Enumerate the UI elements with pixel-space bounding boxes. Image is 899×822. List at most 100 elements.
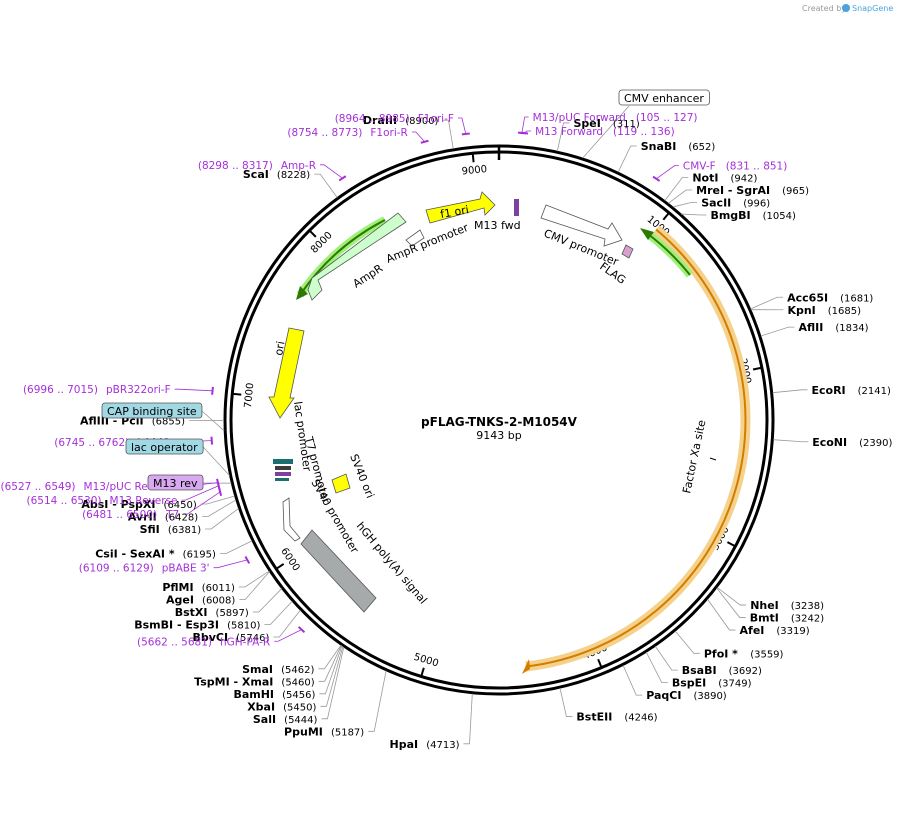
tick-mark <box>726 541 735 547</box>
site-leader-line <box>264 600 293 625</box>
site-name: AvrII <box>128 510 157 523</box>
primer-mark <box>244 555 251 564</box>
primer-range: (6109 .. 6129) <box>79 563 154 575</box>
primer-name: pBR322ori-F <box>106 384 171 396</box>
m13-fwd-label: M13 fwd <box>474 219 521 232</box>
site-name: AfeI <box>740 624 765 637</box>
primer-mark <box>652 175 661 182</box>
site-name: SacII <box>701 197 731 210</box>
site-leader-line <box>239 571 270 600</box>
primer-name: F1ori-F <box>418 113 454 125</box>
factor-xa-label: Factor Xa site <box>680 419 708 495</box>
site-name: BmtI <box>750 612 779 625</box>
primer-leader-line <box>320 164 343 179</box>
primer-leader-line <box>521 116 529 133</box>
site-name: MreI - SgrAI <box>696 184 770 197</box>
site-position: (5460) <box>281 677 314 688</box>
credit-text: Created by <box>802 4 846 13</box>
site-position: (2390) <box>859 438 892 449</box>
site-position: (965) <box>782 186 809 197</box>
site-position: (3890) <box>693 691 726 702</box>
tick-mark <box>420 667 425 676</box>
site-name: BsmBI - Esp3I <box>134 618 219 631</box>
site-leader-line <box>750 296 784 310</box>
site-name: SpeI <box>573 117 600 130</box>
site-name: EcoRI <box>811 384 845 397</box>
site-leader-line <box>219 540 253 555</box>
site-position: (652) <box>688 142 715 153</box>
sv40-ori-label: SV40 ori <box>347 452 376 500</box>
site-name: CsiI - SexAI * <box>95 548 175 561</box>
site-name: AbsI - PspXI <box>81 498 155 511</box>
tick-mark <box>597 658 603 668</box>
label-leader-lines <box>189 105 809 745</box>
site-position: (996) <box>743 199 770 210</box>
site-leader-line <box>320 646 344 707</box>
site-position: (5187) <box>331 727 364 738</box>
primer-name: CMV-F <box>683 160 716 172</box>
plasmid-name: pFLAG-TNKS-2-M1054V <box>421 415 578 429</box>
site-position: (6855) <box>152 416 185 427</box>
boxed-label-text: CMV enhancer <box>624 92 704 105</box>
site-name: SalI <box>253 713 276 726</box>
site-labels: SpeI(311)SnaBI(652)NotI(942)MreI - SgrAI… <box>80 114 892 751</box>
ampr-feature <box>307 212 407 301</box>
primer-name: M13 Reverse <box>110 495 178 507</box>
primer-name: hGH-PA-R <box>220 636 270 648</box>
site-leader-line <box>321 646 345 720</box>
site-leader-line <box>556 122 570 152</box>
lac-cluster-features <box>273 459 293 481</box>
primer-leader-line <box>213 559 248 569</box>
site-leader-line <box>674 630 700 654</box>
site-position: (3749) <box>718 679 751 690</box>
site-name: DraIII <box>363 114 397 127</box>
site-leader-line <box>773 439 809 443</box>
tick-label: 9000 <box>461 164 487 177</box>
boxed-label-leader <box>201 410 225 432</box>
site-position: (6381) <box>168 525 201 536</box>
site-leader-line <box>442 119 454 149</box>
snapgene-logo-icon <box>842 4 850 12</box>
site-position: (3559) <box>750 649 783 660</box>
site-leader-line <box>205 508 239 530</box>
primer-mark <box>218 487 223 496</box>
green-arrow-line-left <box>299 219 386 296</box>
site-position: (5810) <box>227 620 260 631</box>
boxed-label-text: lac operator <box>131 441 198 454</box>
site-name: PflMI <box>162 581 193 594</box>
primer-range: (119 .. 136) <box>613 126 675 138</box>
primer-name: T7 <box>165 509 179 521</box>
site-leader-line <box>645 652 668 684</box>
site-name: BstEII <box>576 710 612 723</box>
site-position: (311) <box>613 119 640 130</box>
site-name: HpaI <box>390 738 419 751</box>
green-arrowhead-right <box>640 228 654 240</box>
boxed-label-text: CAP binding site <box>107 405 197 418</box>
site-name: ScaI <box>243 168 269 181</box>
factor-xa-mark <box>709 457 717 461</box>
sv40-promoter-feature <box>282 497 301 542</box>
snapgene-credit: Created by SnapGene <box>802 4 893 13</box>
site-name: SfiI <box>140 523 160 536</box>
primer-range: (105 .. 127) <box>636 112 698 124</box>
credit-brand: SnapGene <box>852 4 893 13</box>
site-name: BstXI <box>175 606 208 619</box>
tick-mark <box>662 212 670 221</box>
primer-leader-line <box>183 491 221 515</box>
ampr-promoter-feature <box>405 229 425 247</box>
cmv-promoter-feature <box>540 204 623 247</box>
site-position: (4713) <box>426 740 459 751</box>
boxed-label-text: M13 rev <box>153 477 198 490</box>
site-leader-line <box>273 609 301 638</box>
primer-name: M13/pUC Forward <box>533 112 626 124</box>
site-position: (6195) <box>183 550 216 561</box>
tick-label: 6000 <box>278 546 301 573</box>
site-name: BsaBI <box>682 664 717 677</box>
site-position: (6428) <box>165 512 198 523</box>
site-position: (1685) <box>828 306 861 317</box>
site-position: (5897) <box>216 608 249 619</box>
site-leader-line <box>200 495 235 505</box>
site-position: (1681) <box>840 293 873 304</box>
